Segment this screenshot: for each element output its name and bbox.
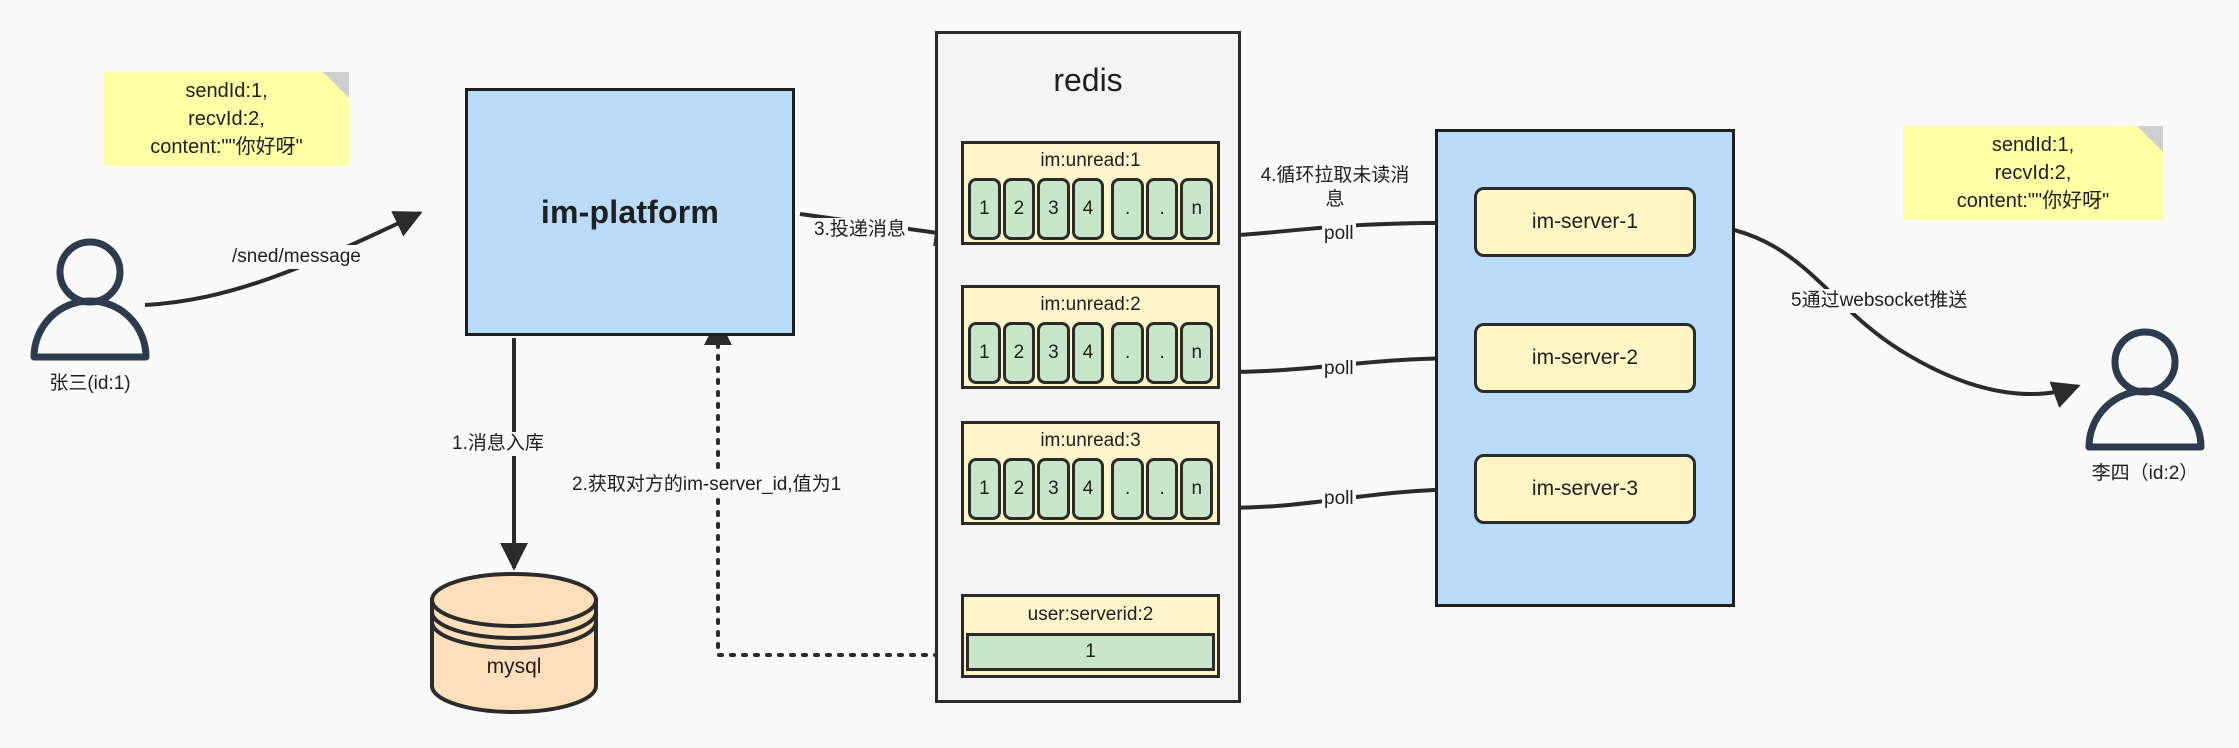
redis-cell: . bbox=[1111, 322, 1144, 384]
note-left-text: sendId:1, recvId:2, content:""你好呀" bbox=[150, 80, 303, 158]
im-server-1-label: im-server-1 bbox=[1531, 210, 1639, 233]
redis-cell: . bbox=[1145, 322, 1179, 384]
edge-send-message-label: /sned/message bbox=[230, 245, 363, 269]
redis-cell: 1 bbox=[968, 322, 1001, 384]
redis-cell: n bbox=[1180, 458, 1214, 520]
im-server-3-box[interactable]: im-server-3 bbox=[1474, 454, 1696, 524]
redis-list-key: im:unread:1 bbox=[1040, 150, 1141, 171]
edge-poll-2-label: poll bbox=[1322, 357, 1356, 381]
redis-list-cells: 1 2 3 4 . . n bbox=[964, 322, 1217, 388]
redis-list-key: im:unread:2 bbox=[1040, 294, 1141, 315]
actor-receiver-label: 李四（id:2） bbox=[2091, 463, 2199, 484]
redis-kv-value: 1 bbox=[966, 633, 1215, 671]
edge-pull-unread-label: 4.循环拉取未读消 息 bbox=[1258, 164, 1412, 212]
redis-cell: n bbox=[1180, 178, 1214, 240]
redis-cell: 3 bbox=[1037, 322, 1070, 384]
im-server-1-box[interactable]: im-server-1 bbox=[1474, 187, 1696, 257]
redis-cell: 3 bbox=[1037, 458, 1070, 520]
note-fold-icon bbox=[323, 72, 349, 98]
edge-deliver-label: 3.投递消息 bbox=[812, 218, 908, 242]
note-right-text: sendId:1, recvId:2, content:""你好呀" bbox=[1956, 134, 2110, 212]
im-platform-label: im-platform bbox=[540, 193, 720, 230]
redis-title: redis bbox=[1053, 62, 1123, 98]
redis-cell: 2 bbox=[1002, 458, 1036, 520]
actor-sender-icon bbox=[30, 238, 150, 361]
note-right: sendId:1, recvId:2, content:""你好呀" bbox=[1903, 126, 2163, 220]
im-platform-box[interactable]: im-platform bbox=[465, 88, 795, 336]
redis-list-cells: 1 2 3 4 . . n bbox=[964, 178, 1217, 244]
redis-list-im-unread-2[interactable]: im:unread:2 1 2 3 4 . . n bbox=[961, 285, 1220, 389]
redis-list-key: im:unread:3 bbox=[1040, 430, 1141, 451]
edge-poll-3-label: poll bbox=[1322, 487, 1356, 511]
note-fold-icon bbox=[2137, 126, 2163, 152]
redis-list-cells: 1 2 3 4 . . n bbox=[964, 458, 1217, 524]
mysql-cylinder-icon bbox=[430, 572, 598, 714]
actor-sender-label: 张三(id:1) bbox=[49, 373, 131, 394]
redis-cell: 4 bbox=[1071, 458, 1105, 520]
redis-cell: 4 bbox=[1071, 322, 1105, 384]
note-left: sendId:1, recvId:2, content:""你好呀" bbox=[104, 72, 349, 166]
redis-cell: 3 bbox=[1037, 178, 1070, 240]
redis-list-im-unread-1[interactable]: im:unread:1 1 2 3 4 . . n bbox=[961, 141, 1220, 245]
redis-cell: 1 bbox=[968, 458, 1001, 520]
redis-kv-user-serverid[interactable]: user:serverid:2 1 bbox=[961, 594, 1220, 678]
redis-cell: n bbox=[1180, 322, 1214, 384]
im-server-2-box[interactable]: im-server-2 bbox=[1474, 323, 1696, 393]
im-server-2-label: im-server-2 bbox=[1531, 346, 1639, 369]
mysql-label: mysql bbox=[486, 655, 542, 678]
redis-list-im-unread-3[interactable]: im:unread:3 1 2 3 4 . . n bbox=[961, 421, 1220, 525]
im-server-3-label: im-server-3 bbox=[1531, 477, 1639, 500]
edge-save-db-label: 1.消息入库 bbox=[450, 432, 546, 456]
actor-receiver-icon bbox=[2085, 328, 2205, 451]
redis-cell: 2 bbox=[1002, 322, 1036, 384]
redis-cell: 2 bbox=[1002, 178, 1036, 240]
redis-cell: 1 bbox=[968, 178, 1001, 240]
edge-get-serverid-label: 2.获取对方的im-server_id,值为1 bbox=[570, 473, 844, 497]
redis-kv-key: user:serverid:2 bbox=[1027, 604, 1154, 625]
redis-cell: . bbox=[1145, 458, 1179, 520]
redis-cell: . bbox=[1111, 178, 1144, 240]
redis-cell: 4 bbox=[1071, 178, 1105, 240]
edge-poll-1-label: poll bbox=[1322, 222, 1356, 246]
redis-cell: . bbox=[1111, 458, 1144, 520]
redis-cell: . bbox=[1145, 178, 1179, 240]
edge-websocket-push-label: 5通过websocket推送 bbox=[1789, 289, 1970, 313]
